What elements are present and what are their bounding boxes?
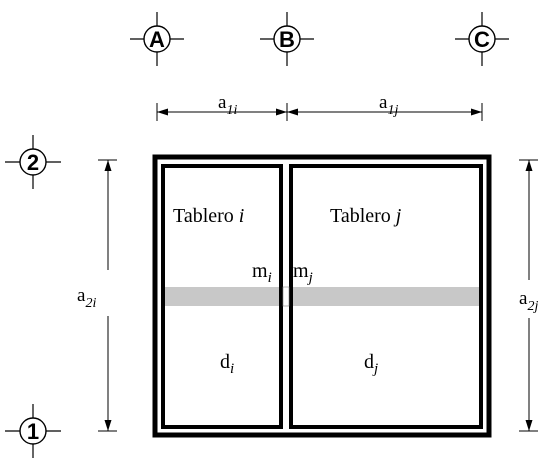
- dimension-label-a1i: a1i: [218, 92, 237, 118]
- axis-label-b: B: [279, 27, 295, 52]
- panel-title-i: Tablero i: [173, 205, 244, 227]
- panel-j-frame: [289, 164, 483, 429]
- axis-bubble-1: 1: [5, 404, 61, 458]
- axis-label-2: 2: [27, 150, 39, 175]
- dimension-label-a1j: a1j: [379, 92, 398, 118]
- axis-label-1: 1: [27, 419, 39, 444]
- strip-label-di: di: [220, 351, 234, 377]
- axis-bubble-c: C: [455, 12, 509, 66]
- axis-label-c: C: [474, 27, 490, 52]
- axis-bubble-a: A: [130, 12, 184, 66]
- dimension-label-a2j: a2j: [519, 288, 538, 314]
- moment-label-mj: mj: [293, 260, 313, 286]
- axis-bubble-2: 2: [5, 135, 61, 189]
- slab-outer-frame: [152, 154, 492, 438]
- panel-i-frame: [161, 164, 283, 429]
- dimension-right: [519, 159, 538, 432]
- strip-label-dj: dj: [364, 351, 378, 377]
- dimension-top: [156, 103, 483, 121]
- strip-panel-j: [293, 287, 479, 306]
- axis-bubble-b: B: [260, 12, 314, 66]
- strip-panel-i: [165, 287, 279, 306]
- dimension-label-a2i: a2i: [77, 285, 96, 311]
- panel-title-j: Tablero j: [330, 205, 402, 227]
- strip-support-gap: [282, 286, 290, 307]
- moment-label-mi: mi: [252, 260, 272, 286]
- axis-label-a: A: [149, 27, 165, 52]
- dimension-left: [98, 159, 117, 432]
